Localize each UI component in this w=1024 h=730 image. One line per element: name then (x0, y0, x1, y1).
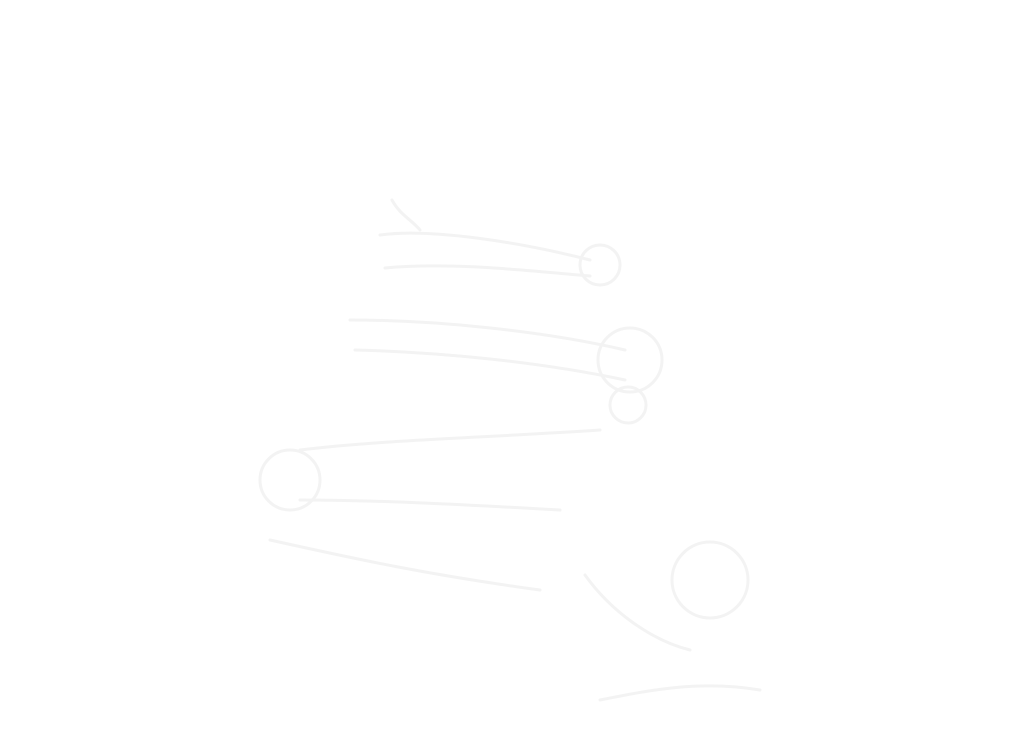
bone-lower-shaft (298, 428, 602, 452)
bone-bottom-tail (598, 684, 762, 702)
bone-bottom-head (670, 540, 750, 620)
bone-upper-head (578, 243, 622, 287)
bone-upper-end (390, 198, 422, 232)
bone-middle-joint (608, 385, 648, 425)
bone-bottom-joint (583, 573, 692, 652)
bone-lower-shaft-lower (298, 498, 562, 512)
bone-middle-head (596, 326, 664, 394)
bone-middle-shaft-lower (353, 348, 627, 382)
bone-lower-head (258, 448, 322, 512)
bone-upper-shaft-lower (383, 264, 592, 278)
bone-upper-shaft (378, 231, 592, 262)
bone-middle-shaft (348, 318, 627, 352)
bone-bottom-shaft (268, 538, 542, 592)
